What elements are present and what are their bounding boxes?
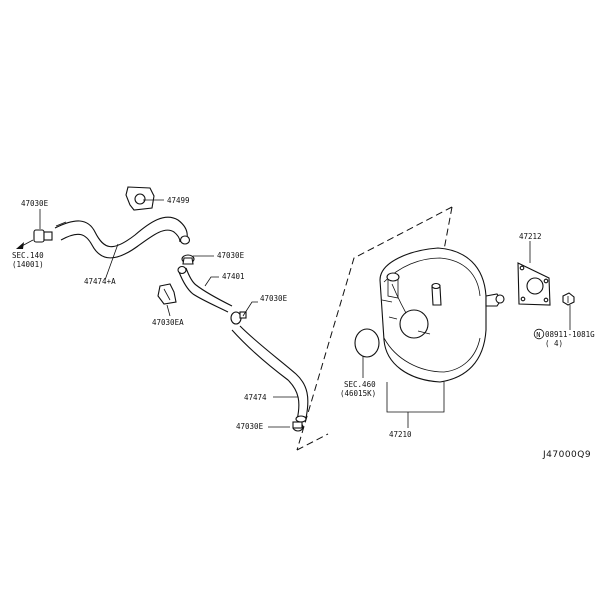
label-47030e-top: 47030E — [21, 199, 49, 208]
label-47030e-bottom: 47030E — [236, 422, 264, 431]
label-47210: 47210 — [389, 430, 412, 439]
label-47401: 47401 — [222, 272, 245, 281]
hose-clamp-bottom — [292, 421, 304, 432]
label-47499: 47499 — [167, 196, 190, 205]
hose-clamp-right — [230, 311, 247, 325]
label-sec140-line2: (14001) — [12, 260, 44, 269]
label-bolt-n: N — [536, 331, 540, 339]
bolt-n-circle — [533, 328, 545, 340]
diagram-code: J47000Q9 — [542, 450, 591, 460]
label-bolt-part: 08911-1081G — [545, 330, 595, 339]
label-47212: 47212 — [519, 232, 542, 241]
hose-end-fitting — [179, 235, 191, 245]
label-sec140-line1: SEC.140 — [12, 251, 44, 260]
hose-bracket — [125, 186, 155, 211]
label-sec460-line2: (46015K) — [340, 389, 376, 398]
booster-gasket — [517, 262, 551, 306]
hose-clamp-top-left — [33, 221, 67, 243]
hose-clamp-middle — [181, 254, 195, 265]
label-47474: 47474 — [244, 393, 267, 402]
leader-lines — [39, 199, 571, 428]
upper-vacuum-hose — [54, 216, 191, 259]
mounting-nut — [562, 292, 575, 306]
check-valve-hose — [177, 265, 233, 313]
label-sec460-line1: SEC.460 — [344, 380, 376, 389]
label-47030e-mid: 47030E — [217, 251, 245, 260]
master-cylinder-o-ring — [354, 328, 380, 358]
lower-vacuum-hose — [231, 325, 309, 423]
hose-clip-clamp — [157, 283, 177, 305]
label-47030ea: 47030EA — [152, 318, 184, 327]
part-labels: 47030E SEC.140 (14001) 47474+A 47499 470… — [12, 196, 595, 460]
engine-direction-arrow — [16, 239, 34, 249]
label-47030e-right: 47030E — [260, 294, 288, 303]
label-bolt-qty: ( 4) — [545, 339, 563, 348]
label-47474a: 47474+A — [84, 277, 116, 286]
brake-booster — [379, 247, 505, 383]
